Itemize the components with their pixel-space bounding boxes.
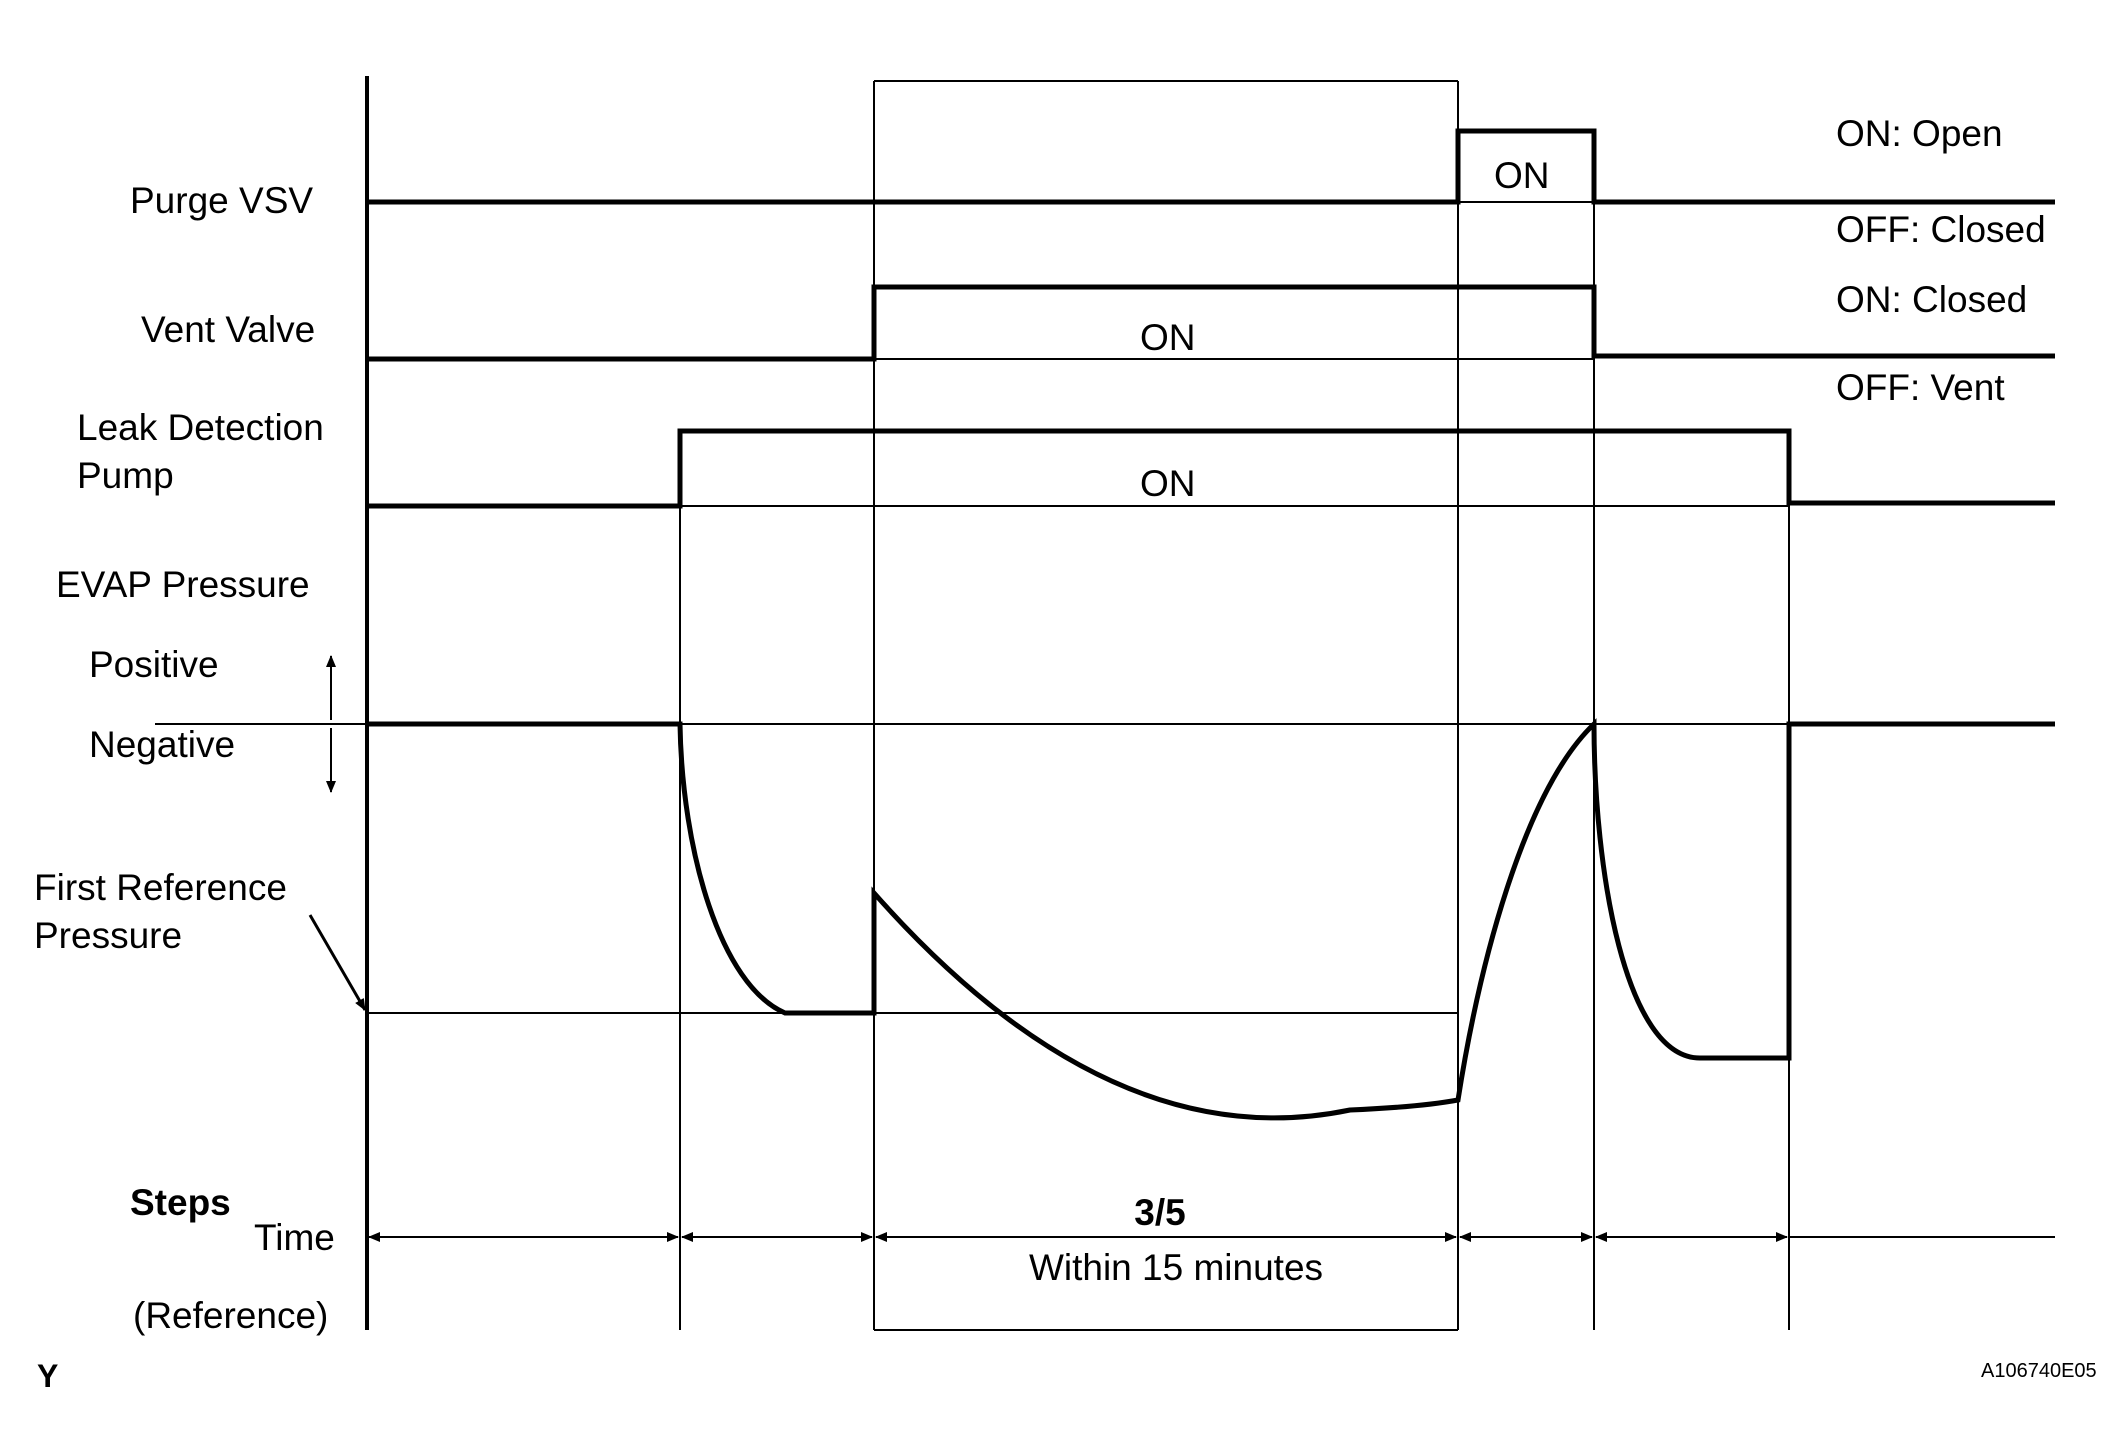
- label-negative: Negative: [89, 724, 235, 765]
- label-first-reference-line1: First Reference: [34, 867, 287, 908]
- purge-vsv-signal: [367, 128, 2055, 205]
- label-leak-pump-line2: Pump: [77, 455, 174, 496]
- first-reference-pointer: [308, 914, 367, 1011]
- purge-off-meaning: OFF: Closed: [1836, 209, 2046, 250]
- corner-mark: Y: [37, 1358, 58, 1394]
- step-3-5-label: 3/5: [1134, 1192, 1185, 1233]
- figure-code: A106740E05: [1981, 1360, 2097, 1382]
- purge-on-meaning: ON: Open: [1836, 113, 2003, 154]
- label-leak-pump-line1: Leak Detection: [77, 407, 324, 448]
- label-positive: Positive: [89, 644, 219, 685]
- vent-valve-signal: [367, 284, 2055, 362]
- vent-on-meaning: ON: Closed: [1836, 279, 2027, 320]
- label-steps: Steps: [130, 1182, 231, 1223]
- label-purge-vsv: Purge VSV: [130, 180, 313, 221]
- evap-pressure-curve: [367, 718, 2055, 1121]
- vent-valve-on-label: ON: [1140, 317, 1196, 358]
- label-reference: (Reference): [133, 1295, 328, 1336]
- label-first-reference-line2: Pressure: [34, 915, 182, 956]
- label-vent-valve: Vent Valve: [141, 309, 315, 350]
- label-evap-pressure: EVAP Pressure: [56, 564, 310, 605]
- step-3-5-time: Within 15 minutes: [1029, 1247, 1323, 1288]
- leak-pump-signal: [367, 428, 2055, 509]
- leak-pump-on-label: ON: [1140, 463, 1196, 504]
- purge-vsv-on-label: ON: [1494, 155, 1550, 196]
- vent-off-meaning: OFF: Vent: [1836, 367, 2005, 408]
- label-time: Time: [254, 1217, 335, 1258]
